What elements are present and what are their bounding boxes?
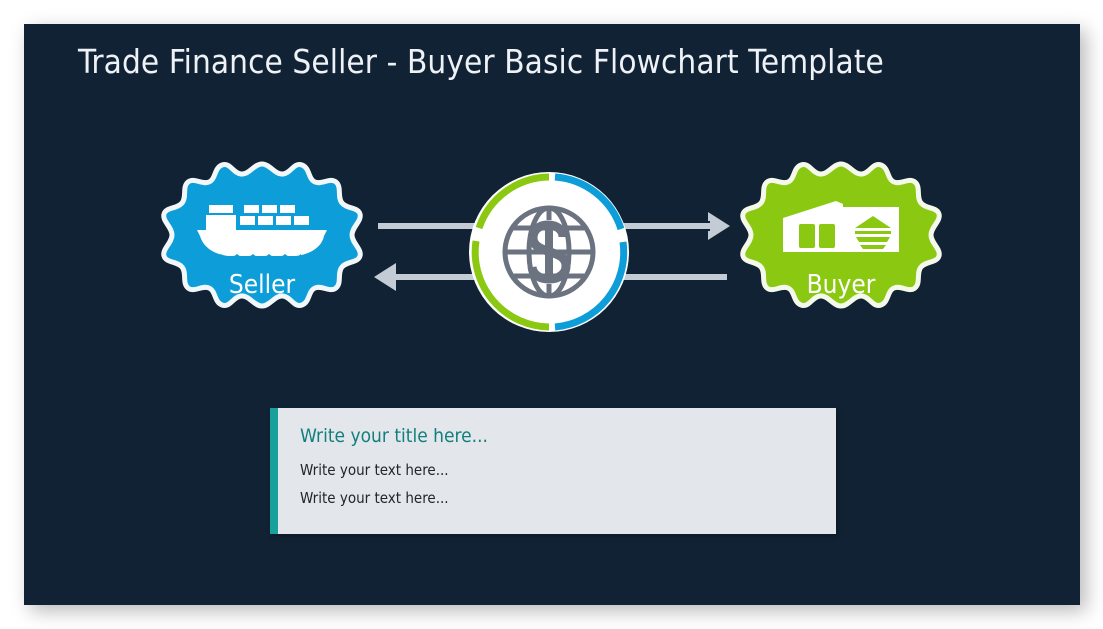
dollar-sign-icon — [527, 220, 571, 284]
textbox-title: Write your title here... — [300, 425, 488, 447]
warehouse-icon — [783, 201, 899, 252]
node-seller[interactable]: Seller — [161, 161, 363, 342]
slide-panel: Trade Finance Seller - Buyer Basic Flowc… — [24, 24, 1080, 605]
textbox-line-2: Write your text here... — [300, 489, 449, 507]
textbox-line-1: Write your text here... — [300, 461, 449, 479]
page-title: Trade Finance Seller - Buyer Basic Flowc… — [78, 42, 884, 81]
flowchart-diagram: Seller Buyer — [24, 24, 1080, 605]
node-buyer[interactable]: Buyer — [740, 161, 942, 342]
split-ring-circle — [469, 172, 629, 332]
textbox-accent-bar — [270, 408, 278, 534]
cargo-ship-icon — [189, 205, 327, 262]
node-hub[interactable] — [465, 168, 633, 336]
description-textbox[interactable]: Write your title here... Write your text… — [270, 408, 836, 534]
